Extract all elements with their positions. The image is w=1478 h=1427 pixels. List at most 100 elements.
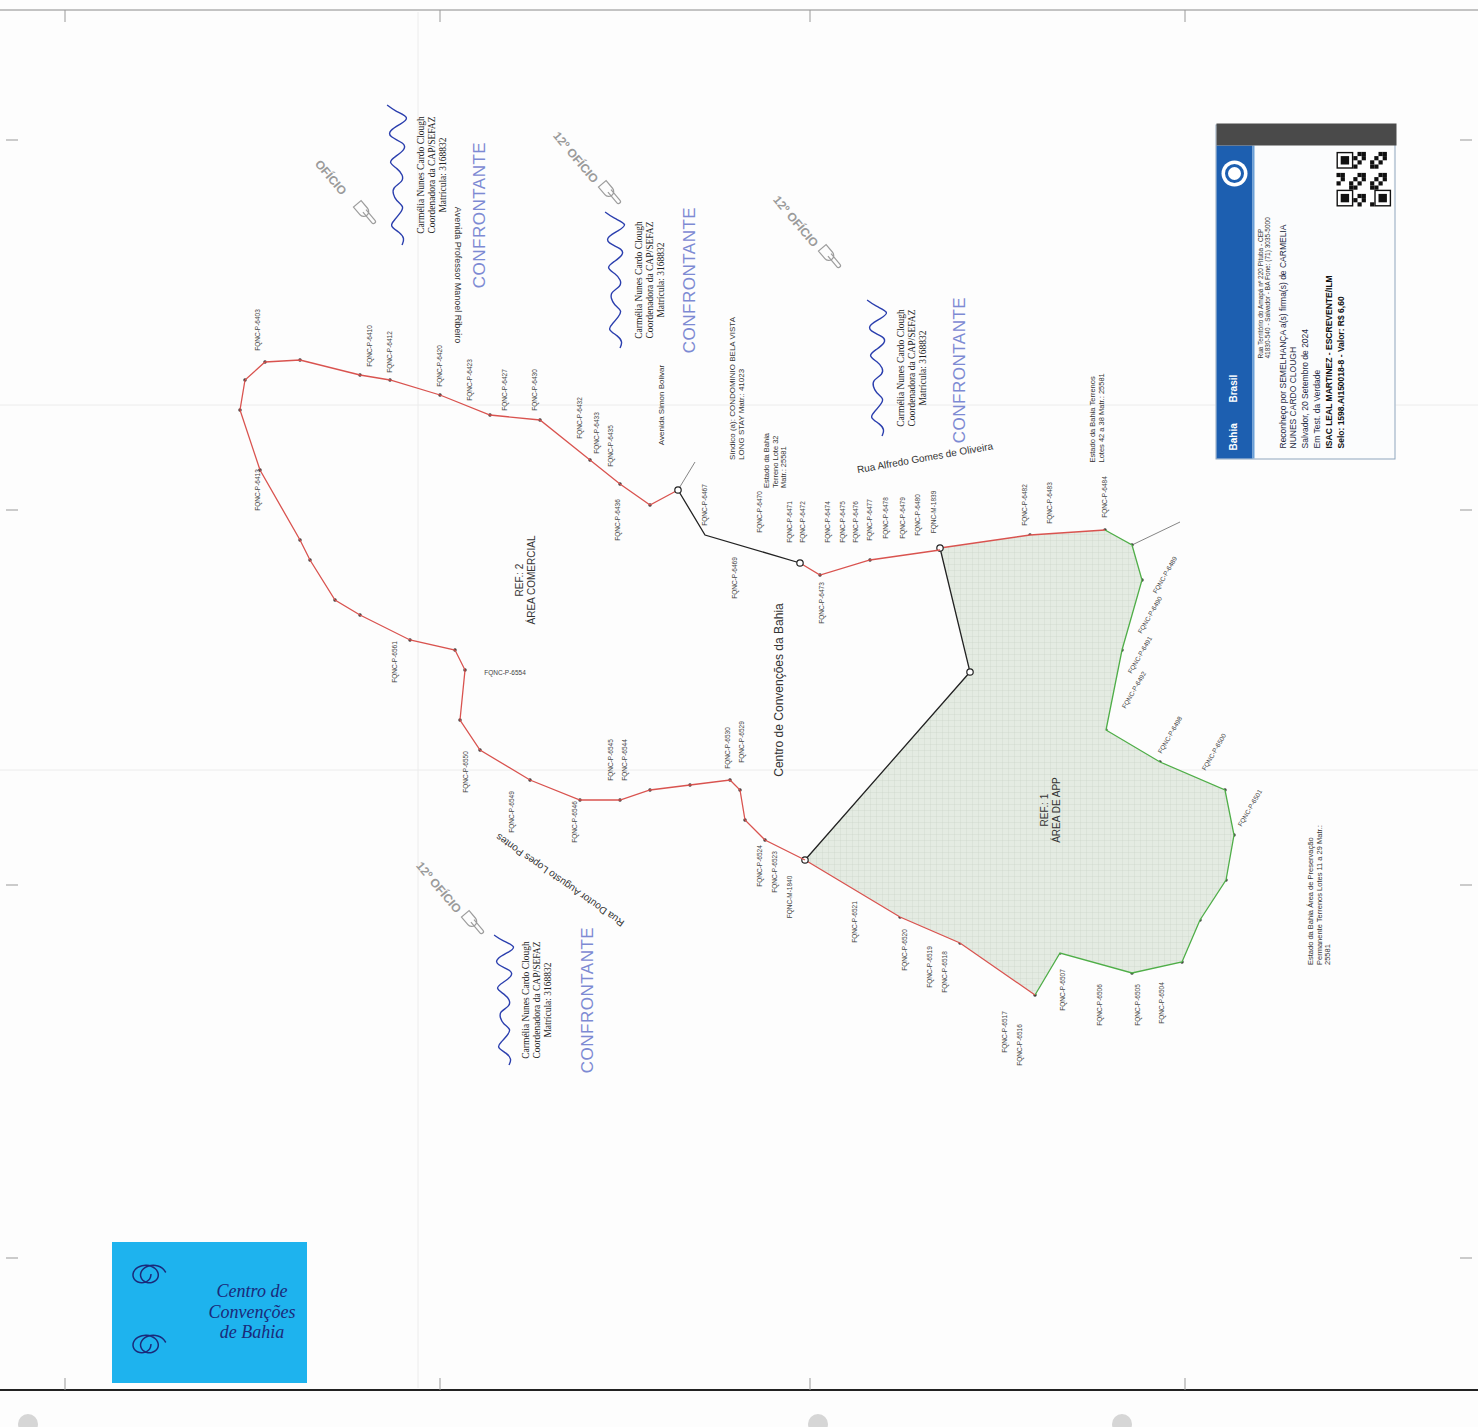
label-anchor: FQNC-P-6474 [824,501,831,543]
boundary-line [805,860,1035,995]
label-anchor: CONFRONTANTE [578,927,598,1073]
label-anchor: FQNC-P-6480 [914,494,921,536]
text-anchor: Selo: 1598.AI150018-8 - Valor: R$ 6,60 [1337,214,1347,449]
label-anchor: FQNC-P-6491 [1126,635,1153,675]
label-anchor: FQNC-P-6500 [1200,732,1227,772]
label-anchor: Estado da Bahia Terrenos Lotes 42 a 38 M… [1089,368,1106,463]
point-label: FQNC-P-6427 [501,369,508,411]
text-anchor: Bahia [1228,423,1240,450]
label-anchor: FQNC-P-6470 [756,491,763,533]
label-anchor: FQNC-P-6433 [593,412,600,454]
label-anchor: FQNC-P-6410 [366,325,373,367]
notary-stamp: 12º OFÍCIO [770,194,821,251]
point-label: FQNC-P-6491 [1126,635,1153,675]
owner-note: Estado da Bahia Área de Preservação Perm… [1307,825,1333,965]
label-anchor: FQNC-P-6482 [1021,484,1028,526]
notary-seal: BahiaBrasilRua Território do Amapá nº 22… [1216,125,1396,460]
label-anchor: FQNC-P-6524 [756,845,763,887]
label-anchor: FQNC-P-6478 [882,497,889,539]
qr-code [1335,150,1394,209]
point-label: FQNC-P-6467 [701,484,708,526]
stamp-text: CONFRONTANTE [470,142,490,288]
street-name: Rua Doutor Augusto Lopes Pontes [494,831,627,929]
handwritten-note: Centro de Convenções de Bahia [200,1281,304,1343]
point-label: FQNC-M-1839 [930,491,937,534]
point-label: FQNC-P-6480 [914,494,921,536]
label-anchor: Estado da Bahia Terreno Lote 32 Matr.: 2… [763,422,789,488]
label-anchor: FQNC-P-6475 [839,501,846,543]
seal-text: ISAC LEAL MARTINEZ - ESCREVENTE/ILM [1325,214,1335,449]
point-label: FQNC-P-6432 [576,397,583,439]
point-label: FQNC-P-6413 [254,469,261,511]
survey-marker [675,487,681,493]
notary-stamp: 12º OFÍCIO [550,130,601,187]
area-label: REF.: 2 [514,536,526,625]
point-label: FQNC-P-6469 [731,557,738,599]
handwritten-signature [867,300,886,436]
text-anchor: Reconheço por SEMELHANÇA a(s) firma(s) d… [1279,214,1299,449]
point-label: FQNC-P-6484 [1101,476,1108,518]
signature-block: Carmélia Nunes Cardo Clough Coordenadora… [416,109,449,241]
label-anchor: FQNC-P-6501 [1236,788,1263,828]
point-label: FQNC-P-6523 [771,851,778,893]
point-label: FQNC-P-6561 [391,641,398,683]
label-anchor: Estado da Bahia Área de Preservação Perm… [1307,825,1333,965]
binder-holes [18,1414,1132,1427]
seal-text: Salvador, 20 Setembro de 2024 [1301,214,1311,449]
label-anchor: Avenida Simon Bolivar [657,365,666,445]
point-label: FQNC-P-6545 [607,739,614,781]
point-label: FQNC-P-6474 [824,501,831,543]
point-label: FQNC-P-6403 [254,309,261,351]
leader-line [678,462,695,490]
owner-note: Síndico (a): CONDOMINIO BELA VISTA LONG … [728,300,746,460]
signature-block: Carmélia Nunes Cardo Clough Coordenadora… [521,934,554,1066]
point-label: FQNC-P-6489 [1151,555,1178,595]
label-anchor: FQNC-P-6544 [621,739,628,781]
point-label: FQNC-P-6430 [531,369,538,411]
seal-text: Reconheço por SEMELHANÇA a(s) firma(s) d… [1279,214,1299,449]
text-anchor: Em Test. da Verdade [1313,214,1323,449]
label-anchor: FQNC-P-6423 [466,359,473,401]
handwritten-signature [605,212,624,348]
point-label: FQNC-P-6518 [941,951,948,993]
point-label: FQNC-P-6544 [621,739,628,781]
boundary-line [240,360,805,860]
point-label: FQNC-P-6482 [1021,484,1028,526]
point-label: FQNC-P-6529 [738,721,745,763]
label-anchor: FQNC-P-6519 [926,946,933,988]
point-label: FQNC-P-6420 [436,345,443,387]
seal-text: Em Test. da Verdade [1313,214,1323,449]
signature-block: Carmélia Nunes Cardo Clough Coordenadora… [896,302,929,434]
point-label: FQNC-M-1840 [786,876,793,919]
label-anchor: FQNC-M-1839 [930,491,937,534]
point-label: FQNC-P-6550 [462,751,469,793]
label-anchor: FQNC-P-6467 [701,484,708,526]
label-anchor: Carmélia Nunes Cardo Clough Coordenadora… [521,934,554,1066]
label-anchor: FQNC-P-6530 [724,727,731,769]
grid-ticks [6,10,1472,1390]
point-label: FQNC-P-6477 [866,499,873,541]
seal-text: Brasil [1228,375,1240,403]
point-label: FQNC-P-6521 [851,901,858,943]
label-anchor: FQNC-P-6469 [731,557,738,599]
label-anchor: Centro de Convenções da Bahia [773,603,787,776]
seal-band [1217,146,1253,459]
label-anchor: CONFRONTANTE [470,142,490,288]
handwritten-signature [387,105,406,245]
label-anchor: FQNC-P-6477 [866,499,873,541]
point-label: FQNC-P-6504 [1158,982,1165,1024]
label-anchor: FQNC-P-6561 [391,641,398,683]
owner-note: Estado da Bahia Terrenos Lotes 42 a 38 M… [1089,368,1106,463]
node-outline [800,525,1240,1000]
label-anchor: FQNC-P-6504 [1158,982,1165,1024]
label-anchor: FQNC-P-6483 [1046,482,1053,524]
label-anchor: FQNC-P-6471 [786,501,793,543]
label-anchor: Carmélia Nunes Cardo Clough Coordenadora… [416,109,449,241]
app-area [805,530,1234,995]
survey-marker [797,560,803,566]
point-label: FQNC-P-6505 [1134,984,1141,1026]
seal-text: Selo: 1598.AI150018-8 - Valor: R$ 6,60 [1337,214,1347,449]
label-anchor: FQNC-P-6403 [254,309,261,351]
label-anchor: FQNC-P-6436 [614,499,621,541]
label-anchor: FQNC-P-6507 [1059,969,1066,1011]
